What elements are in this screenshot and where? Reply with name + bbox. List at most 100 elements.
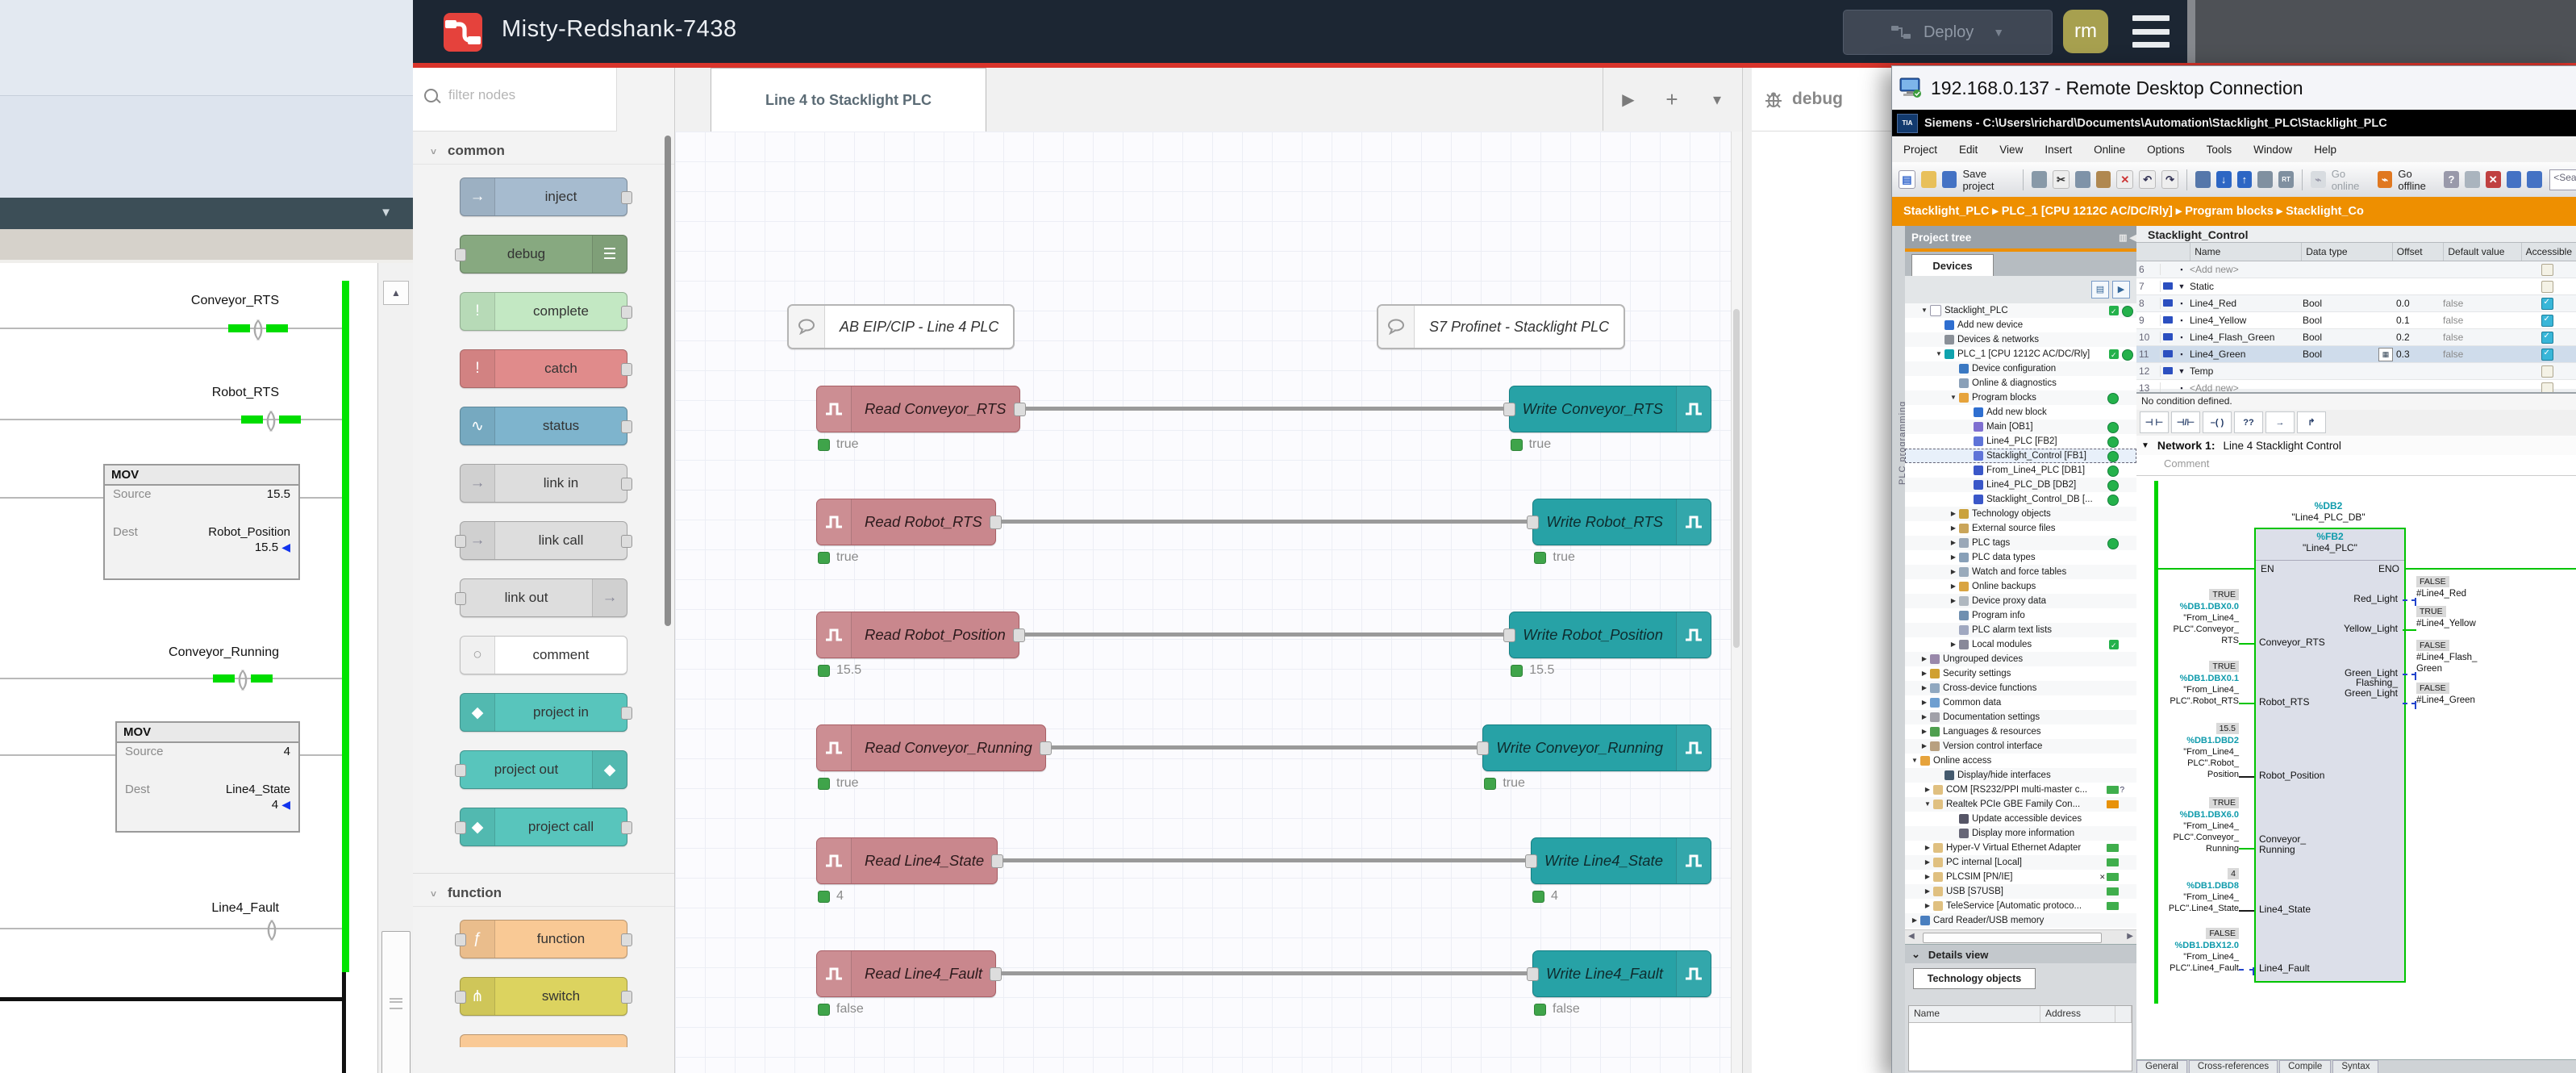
accessible-checkbox[interactable] xyxy=(2541,298,2553,310)
lad-tool-button[interactable]: ⊣ ⊢ xyxy=(2140,411,2169,433)
plc-read-node[interactable]: Read Line4_State xyxy=(816,837,998,884)
menu-item[interactable]: Project xyxy=(1903,144,1937,156)
inspector-tab[interactable]: Compile xyxy=(2279,1060,2331,1073)
search-project-input[interactable]: <Sea xyxy=(2549,169,2576,190)
tree-item[interactable]: ▶ PLCSIM [PN/IE] xyxy=(1905,870,2136,884)
tree-item[interactable]: Online & diagnostics xyxy=(1905,376,2136,390)
expand-arrow-icon[interactable]: ▶ xyxy=(1923,884,1932,899)
tia-titlebar[interactable]: TIA Siemens - C:\Users\richard\Documents… xyxy=(1892,110,2576,136)
xic-contact[interactable]: ( ) xyxy=(214,316,302,340)
expand-arrow-icon[interactable]: ▶ xyxy=(1949,536,1958,550)
tree-item[interactable]: ▶ Hyper-V Virtual Ethernet Adapter xyxy=(1905,841,2136,855)
inspector-tab[interactable]: General xyxy=(2136,1060,2187,1073)
menu-item[interactable]: Window xyxy=(2253,144,2292,156)
compile-icon[interactable] xyxy=(2195,171,2211,188)
table-row[interactable]: 10 ▪ Line4_Flash_Green Bool▦ 0.2 false xyxy=(2136,329,2576,346)
upload-icon[interactable]: ↑ xyxy=(2237,171,2253,188)
deploy-options-caret-icon[interactable]: ▼ xyxy=(1993,26,2004,39)
expand-arrow-icon[interactable]: ▶ xyxy=(1923,899,1932,913)
plc-read-node[interactable]: Read Line4_Fault xyxy=(816,950,996,997)
technology-objects-tab[interactable]: Technology objects xyxy=(1913,968,2036,989)
lad-tool-button[interactable]: ⊣/⊢ xyxy=(2171,411,2200,433)
tree-item[interactable]: ▶ Version control interface xyxy=(1905,739,2136,754)
accessible-checkbox[interactable] xyxy=(2541,264,2553,276)
tree-item[interactable]: ▶ COM [RS232/PPI multi-master c... xyxy=(1905,783,2136,797)
undo-icon[interactable]: ↶ xyxy=(2139,170,2156,189)
expand-arrow-icon[interactable]: ▶ xyxy=(1919,724,1929,739)
network-header[interactable]: ▼ Network 1: Line 4 Stacklight Control xyxy=(2136,436,2576,455)
menu-item[interactable]: Edit xyxy=(1959,144,1978,156)
canvas-scrollbar[interactable] xyxy=(1731,132,1742,1073)
tree-horizontal-scrollbar[interactable]: ◀ ▶ xyxy=(1905,929,2136,945)
tree-item[interactable]: ▶ Cross-device functions xyxy=(1905,681,2136,695)
expand-arrow-icon[interactable]: ▼ xyxy=(1934,347,1944,361)
output-operand[interactable]: TRUE#Line4_Yellow xyxy=(2416,606,2476,629)
table-row[interactable]: 7 ▼ Static ▦ xyxy=(2136,278,2576,295)
tree-item[interactable]: ▶ Documentation settings xyxy=(1905,710,2136,724)
tree-item[interactable]: ▶ PC internal [Local] xyxy=(1905,855,2136,870)
rdp-titlebar[interactable]: 192.168.0.137 - Remote Desktop Connectio… xyxy=(1892,66,2576,111)
tree-item[interactable]: Stacklight_Control [FB1] xyxy=(1905,449,2136,463)
accessible-checkbox[interactable] xyxy=(2541,349,2553,361)
output-operand[interactable]: FALSE#Line4_Flash_ Green xyxy=(2416,640,2477,674)
tree-item[interactable]: ▼ Program blocks xyxy=(1905,390,2136,405)
node-input-port[interactable] xyxy=(1527,967,1539,981)
palette-node[interactable]: ! complete xyxy=(460,292,627,331)
expand-arrow-icon[interactable]: ▶ xyxy=(1949,579,1958,594)
expand-arrow-icon[interactable]: ▶ xyxy=(1923,841,1932,855)
details-view-header[interactable]: ⌄ Details view xyxy=(1905,944,2143,964)
palette-node[interactable]: → inject xyxy=(460,177,627,216)
xic-contact[interactable]: ( ) xyxy=(198,666,287,691)
palette-scrollbar[interactable] xyxy=(663,134,673,1070)
plc-write-node[interactable]: Write Line4_State xyxy=(1531,837,1711,884)
redo-icon[interactable]: ↷ xyxy=(2161,170,2178,189)
deploy-button[interactable]: Deploy ▼ xyxy=(1843,10,2053,55)
lad-tool-button[interactable]: ↱ xyxy=(2297,411,2326,433)
scroll-left-icon[interactable]: ◀ xyxy=(1908,932,1915,941)
split-horizontal-icon[interactable] xyxy=(2507,171,2522,188)
stop-cpu-icon[interactable]: RT xyxy=(2278,171,2294,188)
input-operand[interactable]: 4%DB1.DBD8"From_Line4_ PLC".Line4_State xyxy=(2136,868,2239,914)
output-operand[interactable]: FALSE#Line4_Green xyxy=(2416,683,2475,706)
open-project-icon[interactable] xyxy=(1921,171,1936,188)
scrollbar-thumb[interactable] xyxy=(665,136,671,626)
table-row[interactable]: 12 ▼ Temp ▦ xyxy=(2136,363,2576,380)
tree-item[interactable]: Add new device xyxy=(1905,318,2136,332)
inspector-tab[interactable]: Syntax xyxy=(2332,1060,2378,1073)
add-flow-button[interactable]: + xyxy=(1653,68,1691,131)
tree-item[interactable]: ▶ Watch and force tables xyxy=(1905,565,2136,579)
xic-contact[interactable]: ( ) xyxy=(227,407,315,432)
expand-arrow-icon[interactable]: ▶ xyxy=(1949,594,1958,608)
tree-item[interactable]: ▶ Technology objects xyxy=(1905,507,2136,521)
tree-item[interactable]: Device configuration xyxy=(1905,361,2136,376)
node-input-port[interactable] xyxy=(1503,403,1515,416)
tree-item[interactable]: Line4_PLC_DB [DB2] xyxy=(1905,478,2136,492)
tree-item[interactable]: ▶ External source files xyxy=(1905,521,2136,536)
expand-arrow-icon[interactable]: ▶ xyxy=(1919,695,1929,710)
mov-instruction[interactable]: MOV Source4 DestLine4_State 4 ◀ xyxy=(115,721,300,833)
plc-write-node[interactable]: Write Conveyor_RTS xyxy=(1509,386,1711,432)
tree-item[interactable]: Program info xyxy=(1905,608,2136,623)
node-output-port[interactable] xyxy=(1040,741,1052,755)
comment-node[interactable]: S7 Profinet - Stacklight PLC xyxy=(1377,304,1625,349)
tab-scroll-right-icon[interactable]: ▶ xyxy=(1609,68,1648,131)
tree-item[interactable]: ▶ Security settings xyxy=(1905,666,2136,681)
palette-node-partial[interactable] xyxy=(460,1034,627,1047)
flow-list-caret-icon[interactable]: ▾ xyxy=(1698,68,1736,131)
table-row[interactable]: 8 ▪ Line4_Red Bool▦ 0.0 false xyxy=(2136,295,2576,312)
tree-item[interactable]: ▶ PLC tags xyxy=(1905,536,2136,550)
lad-tool-button[interactable]: –( ) xyxy=(2203,411,2232,433)
tree-item[interactable]: ▶ TeleService [Automatic protoco... xyxy=(1905,899,2136,913)
expand-arrow-icon[interactable]: ▶ xyxy=(1919,739,1929,754)
type-dropdown-button[interactable]: ▦ xyxy=(2378,348,2393,361)
expand-arrow-icon[interactable]: ▶ xyxy=(1949,507,1958,521)
save-project-label[interactable]: Save project xyxy=(1962,168,2015,192)
plc-read-node[interactable]: Read Conveyor_Running xyxy=(816,724,1046,771)
node-input-port[interactable] xyxy=(1527,516,1539,529)
tree-item[interactable]: From_Line4_PLC [DB1] xyxy=(1905,463,2136,478)
accessible-checkbox[interactable] xyxy=(2541,315,2553,327)
go-offline-label[interactable]: Go offline xyxy=(2398,168,2438,192)
tree-item[interactable]: Line4_PLC [FB2] xyxy=(1905,434,2136,449)
tree-item[interactable]: Main [OB1] xyxy=(1905,420,2136,434)
scroll-right-icon[interactable]: ▶ xyxy=(2127,932,2133,941)
